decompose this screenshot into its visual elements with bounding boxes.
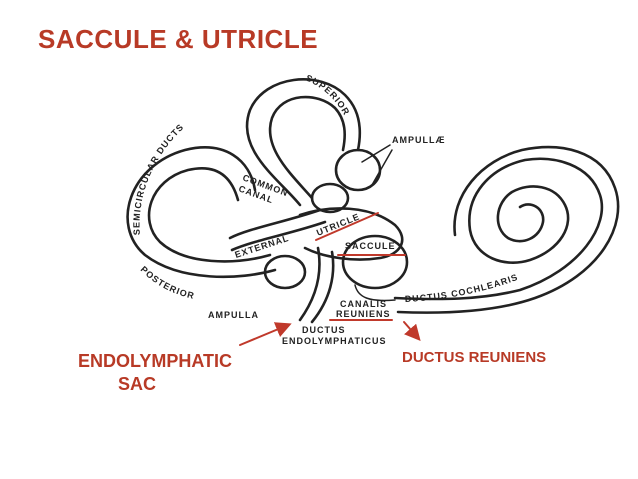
superior-duct (245, 78, 362, 207)
external-duct-inner (230, 220, 327, 252)
arrow-endolymphatic-sac (239, 322, 292, 346)
caption-endolymphatic-sac: ENDOLYMPHATIC SAC (78, 350, 232, 396)
arrow-ductus-reuniens (403, 321, 421, 342)
label-ductus: DUCTUS (302, 325, 346, 335)
label-ampulla: AMPULLA (208, 310, 259, 320)
ductus-endolymphaticus-path (298, 246, 321, 322)
leader-ampullae-2 (371, 149, 393, 186)
ampulla-posterior (263, 254, 307, 290)
label-endolymphaticus: ENDOLYMPHATICUS (282, 336, 387, 346)
label-canalis: CANALIS (340, 299, 387, 309)
caption-endolymphatic-line1: ENDOLYMPHATIC (78, 351, 233, 371)
label-ampullae: AMPULLÆ (392, 135, 446, 145)
caption-ductus-reuniens: DUCTUS REUNIENS (402, 349, 547, 366)
posterior-duct (126, 146, 277, 279)
ampulla-external (310, 182, 350, 214)
posterior-duct-inner (147, 167, 272, 263)
label-semicircular-ducts: SEMICIRCULAR DUCTS (132, 122, 186, 236)
ductus-endolymphaticus-path-2 (310, 250, 335, 324)
canalis-reuniens (354, 284, 396, 302)
saccule (341, 234, 409, 290)
ductus-cochlearis-outer (396, 145, 620, 314)
label-posterior: POSTERIOR (139, 264, 196, 301)
slide-title: SACCULE & UTRICLE (38, 24, 319, 54)
label-reuniens: REUNIENS (336, 309, 391, 319)
ductus-cochlearis (393, 157, 604, 301)
superior-duct-inner (268, 95, 346, 200)
label-saccule: SACCULE (345, 241, 396, 251)
leader-ampullae-1 (361, 144, 391, 163)
marker-utricle (315, 212, 379, 241)
label-utricle: UTRICLE (315, 211, 361, 238)
caption-endolymphatic-line2: SAC (118, 374, 157, 394)
